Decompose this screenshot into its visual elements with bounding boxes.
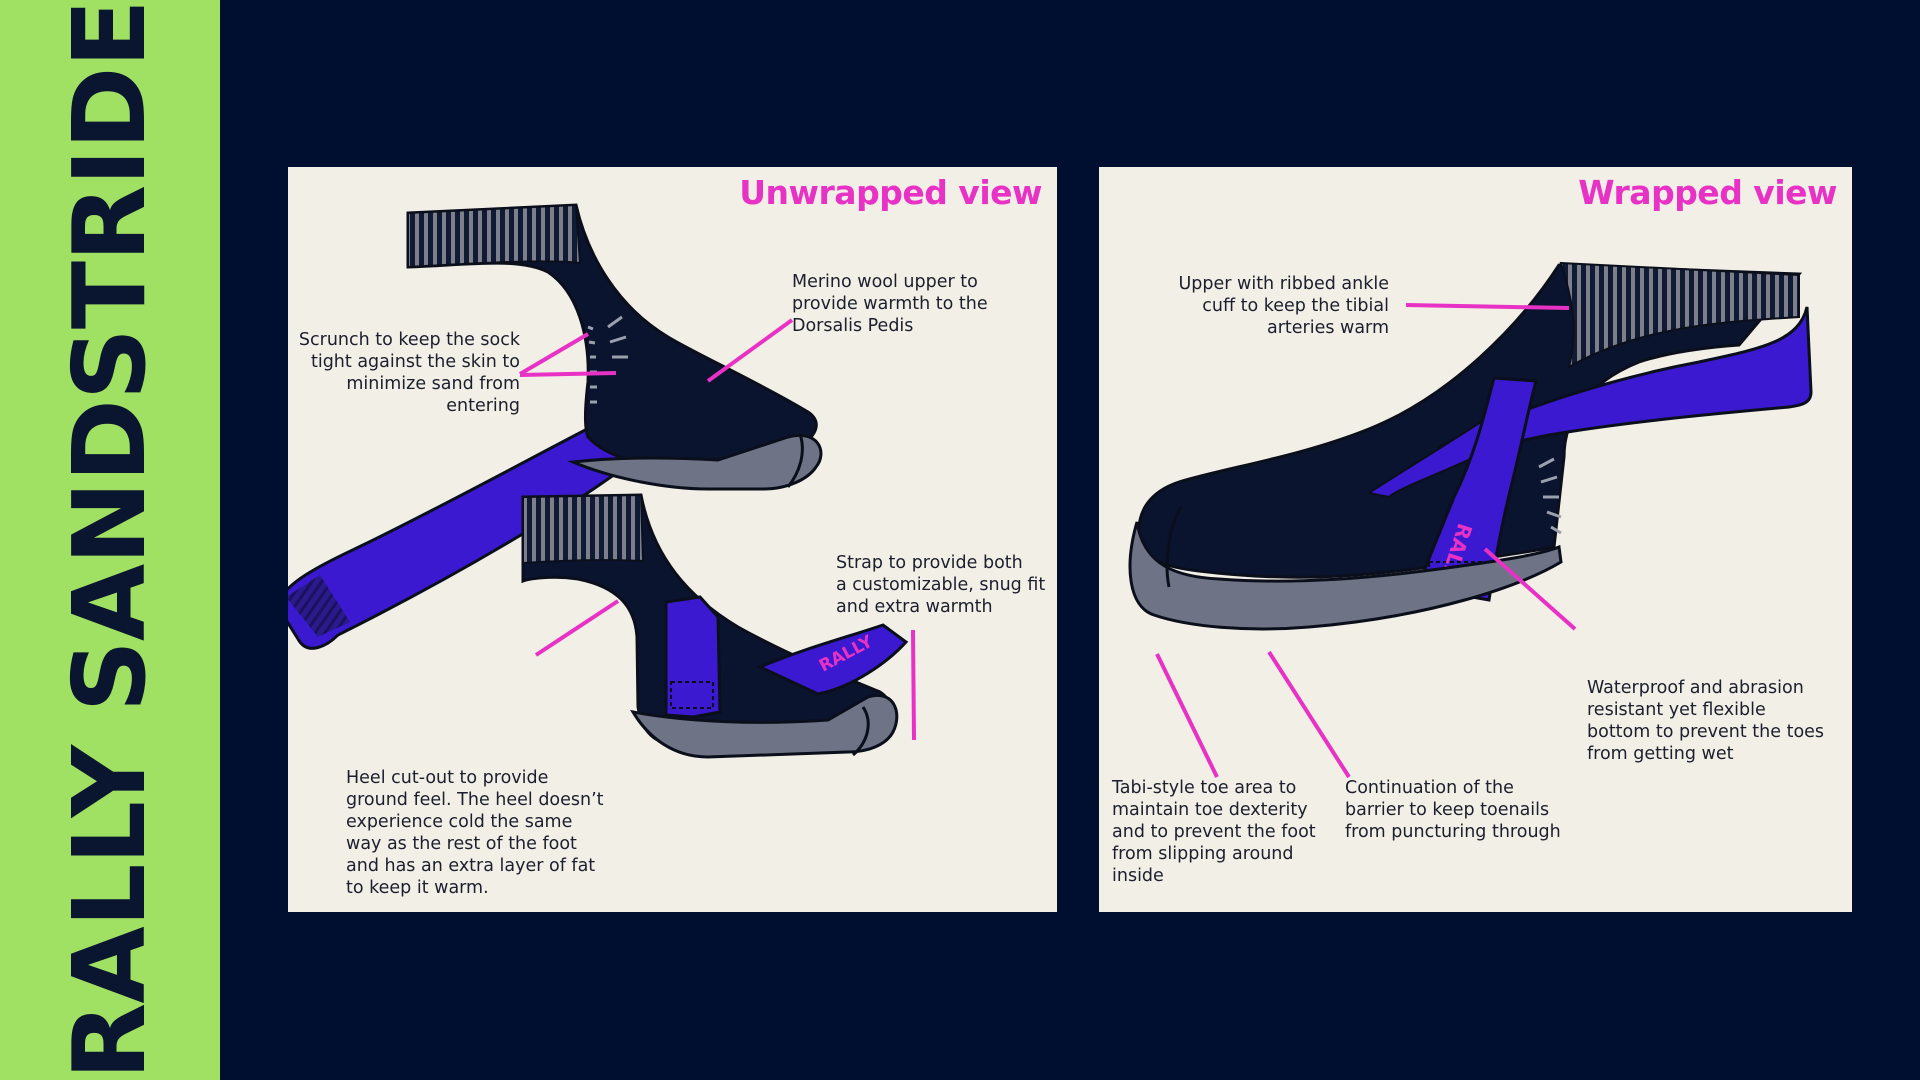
unwrapped-sole (567, 433, 823, 491)
barrier-note: Continuation of the barrier to keep toen… (1345, 778, 1561, 842)
brand-title: RALLY SANDSTRIDE (51, 0, 168, 1080)
merino-leader (706, 318, 794, 383)
unwrapped-sock-bottom: RALLY (521, 493, 909, 759)
sidebar: RALLY SANDSTRIDE (0, 0, 220, 1080)
tabi-note: Tabi-style toe area to maintain toe dext… (1112, 778, 1316, 886)
heel-leader (534, 599, 620, 657)
unwrapped-title: Unwrapped view (739, 173, 1042, 212)
bottom-leader (1483, 547, 1577, 631)
strap-note: Strap to provide both a customizable, sn… (836, 553, 1046, 617)
wrapped-sock: RALLY (1128, 261, 1813, 631)
tabi-leader (1155, 653, 1219, 778)
cuff-note: Upper with ribbed ankle cuff to keep the… (1178, 274, 1389, 338)
scrunch-leader-a (518, 332, 590, 376)
wrapped-illustration: RALLY (1128, 261, 1813, 779)
wrapped-leader-lines (1155, 303, 1577, 779)
strap-hook-patch (288, 575, 350, 637)
ankle-cuff (407, 203, 582, 269)
heel-note: Heel cut-out to provide ground feel. The… (346, 768, 604, 898)
wrapped-title: Wrapped view (1578, 173, 1837, 212)
wrapped-panel: RALLY Wrapped view Upper with ribbed ank… (1099, 167, 1852, 912)
merino-note: Merino wool upper to provide warmth to t… (792, 272, 988, 336)
wrapped-sole (1128, 521, 1563, 631)
unwrapped-illustration: RALLY (288, 203, 916, 759)
unwrapped-leader-lines (518, 318, 916, 741)
wrapped-ankle-cuff (1559, 261, 1800, 370)
barrier-leader (1267, 650, 1351, 779)
strap-tail (756, 623, 909, 696)
ankle-cuff-lower (522, 493, 645, 565)
sole-lower (630, 693, 899, 759)
strap-leader (911, 629, 916, 741)
wrapped-scrunch-marks (1538, 457, 1562, 535)
velcro-patch (670, 681, 714, 709)
scrunch-leader-b (519, 371, 617, 377)
scrunch-note: Scrunch to keep the sock tight against t… (298, 330, 520, 416)
strap-wrap (664, 595, 722, 719)
wrapped-strap-band (1431, 306, 1813, 466)
unwrapped-panel: RALLY Unwrapped view Merino wool upper t… (288, 167, 1057, 912)
cuff-leader (1405, 303, 1570, 310)
unwrapped-sock-top (288, 203, 823, 650)
bottom-note: Waterproof and abrasion resistant yet fl… (1587, 678, 1825, 764)
